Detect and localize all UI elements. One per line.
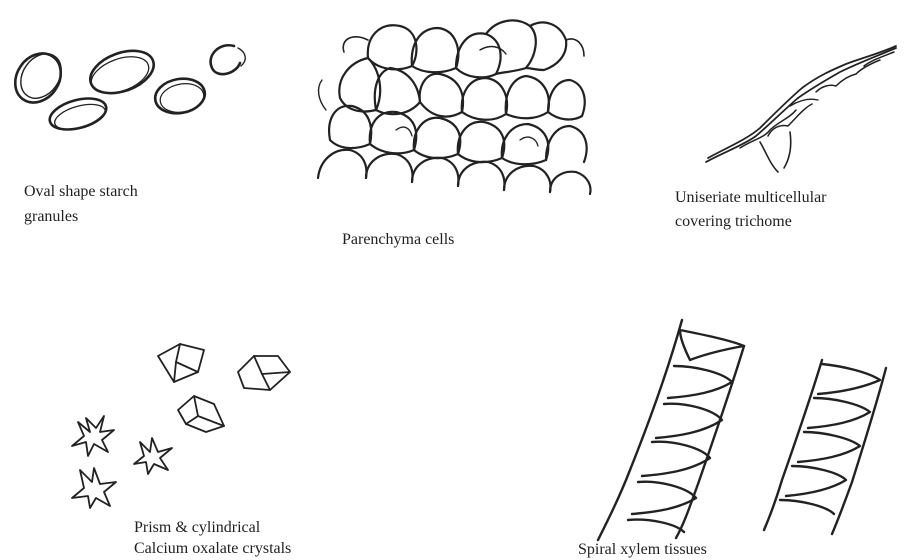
xylem-caption-line-1: Spiral xylem tissues — [578, 539, 707, 560]
